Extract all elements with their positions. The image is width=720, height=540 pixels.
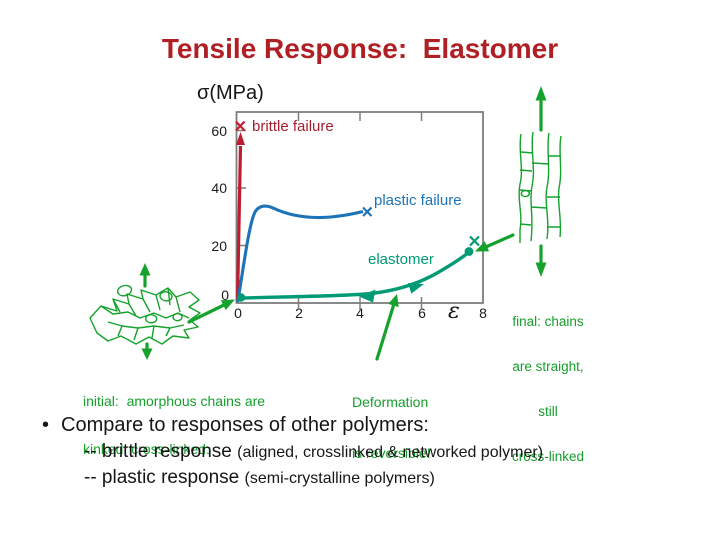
deformation-caption: Deformation is reversible! [352,360,431,496]
x-tick-label-8: 8 [479,305,487,321]
plastic-response-line: -- plastic response (semi-crystalline po… [84,467,435,489]
initial-chains-caption-line1: initial: amorphous chains are [83,393,266,409]
brittle-arrowhead-icon [236,132,245,145]
elastomer-curve [236,235,480,303]
brittle-response-text: -- brittle response [84,441,238,462]
y-tick-label-40: 40 [211,180,227,196]
x-tick-label-6: 6 [418,305,426,321]
axis-ticks [237,112,423,310]
plastic-x-marker-icon [362,206,373,217]
bullet-marker: • [42,414,50,436]
y-axis-title: σ(MPa) [197,82,264,104]
final-up-arrow-icon [535,86,547,101]
plastic-response-text: -- plastic response [84,467,245,488]
initial-up-arrow-icon [139,263,151,276]
brittle-x-marker-icon [235,120,246,132]
deformation-caption-line2: is reversible! [352,445,431,461]
final-to-endpoint-arrow-icon [475,241,490,252]
final-down-arrow-icon [535,262,547,277]
x-tick-label-2: 2 [295,305,303,321]
straight-chains-sketch [518,131,562,243]
initial-chains-caption-line2: kinked, cross-linked. [83,441,210,457]
amorphous-chains-sketch [89,284,201,345]
plastic-curve [235,204,373,303]
chart-frame [235,111,484,310]
y-tick-label-0: 0 [221,287,229,303]
slide-title: Tensile Response: Elastomer [161,33,559,64]
brittle-curve [235,120,246,303]
elastomer-end-dot-icon [464,247,474,256]
elastomer-start-dot-icon [236,293,246,302]
curve-arrow-right-icon [408,283,424,294]
x-tick-label-0: 0 [234,305,242,321]
elastomer-x-marker-icon [469,235,480,247]
y-tick-label-20: 20 [211,238,227,254]
final-chains-caption-line3: still [538,404,558,419]
final-chains-caption-line1: final: chains [512,314,584,329]
plastic-response-paren: (semi-crystalline polymers) [244,470,435,487]
x-axis-title: ε [448,299,460,324]
final-chains-caption-line4: cross-linked [511,449,585,464]
x-tick-label-4: 4 [356,305,364,321]
y-tick-label-60: 60 [211,123,227,139]
curve-arrow-left-icon [359,289,376,303]
brittle-response-line: -- brittle response (aligned, crosslinke… [84,441,543,463]
plastic-failure-label: plastic failure [374,192,462,209]
deformation-arrow-icon [388,294,399,308]
bullet-compare-text: Compare to responses of other polymers: [61,414,429,436]
final-chains-caption-line2: are straight, [512,359,584,374]
initial-down-arrow-icon [141,348,153,360]
final-chains-caption: final: chains are straight, still cross-… [501,284,595,494]
brittle-response-paren: (aligned, crosslinked & networked polyme… [237,444,544,461]
brittle-failure-label: brittle failure [252,118,334,135]
deformation-caption-line1: Deformation [352,394,429,410]
bullet-compare-line: • Compare to responses of other polymers: [42,414,429,437]
elastomer-label: elastomer [368,251,434,268]
initial-chains-caption: initial: amorphous chains are kinked, cr… [83,361,265,489]
